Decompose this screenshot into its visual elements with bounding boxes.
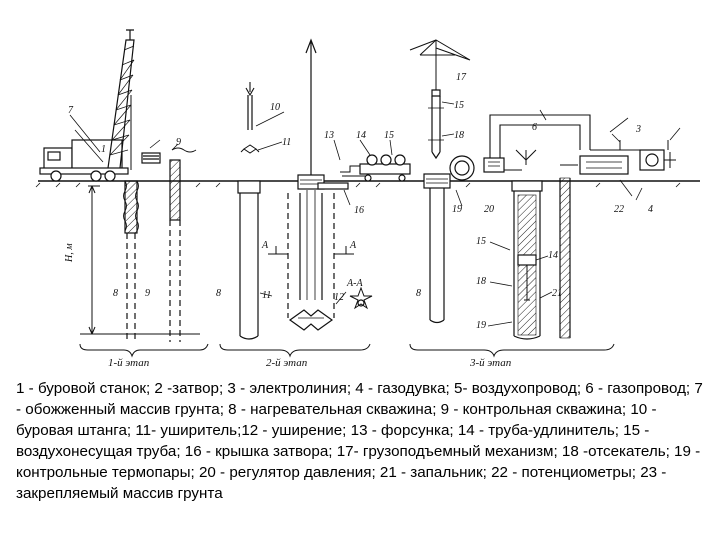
label-11-bottom: 11 (262, 290, 271, 301)
label-22: 22 (614, 204, 624, 215)
label-20: 20 (484, 204, 494, 215)
label-14-stage3: 14 (548, 250, 558, 261)
label-12: 12 (334, 292, 344, 303)
potentiometers (579, 155, 629, 175)
label-8-stage1: 8 (113, 288, 118, 299)
label-15-stage3: 15 (454, 100, 464, 111)
section-aa: A-A (346, 278, 363, 289)
label-8-stage3: 8 (416, 288, 421, 299)
stage2-brace (219, 343, 371, 358)
label-18-top: 18 (454, 130, 464, 141)
stage3-label: 3-й этап (469, 357, 512, 369)
label-13: 13 (324, 130, 334, 141)
label-16: 16 (354, 205, 364, 216)
label-1: 1 (101, 144, 106, 155)
diagram-svg: 7 1 9 8 9 H, м 10 11 13 14 15 16 A A A-A… (35, 29, 700, 369)
depth-label: H, м (64, 243, 75, 263)
label-10: 10 (270, 102, 280, 113)
label-14: 14 (356, 130, 366, 141)
label-11-top: 11 (282, 137, 291, 148)
stage1-brace (79, 343, 209, 358)
label-9-top: 9 (176, 137, 181, 148)
label-4: 4 (648, 204, 653, 215)
label-19-bottom: 19 (476, 320, 486, 331)
heating-well-stage2 (237, 180, 261, 194)
label-19-top: 19 (452, 204, 462, 215)
label-21: 21 (552, 288, 562, 299)
gas-pipeline (489, 114, 591, 158)
section-a-left: A (261, 240, 269, 251)
label-18-bottom: 18 (476, 276, 486, 287)
lifting-mechanism (409, 39, 471, 97)
widener (288, 309, 334, 331)
label-15-bottom: 15 (476, 236, 486, 247)
drilling-rig (39, 29, 161, 182)
heating-well (126, 233, 136, 342)
label-8-stage2: 8 (216, 288, 221, 299)
central-drill-string (305, 38, 317, 181)
section-a-right: A (349, 240, 357, 251)
drill-rod (247, 95, 253, 130)
stage2-label: 2-й этап (266, 357, 308, 369)
label-6: 6 (532, 122, 537, 133)
control-well (169, 159, 181, 221)
technology-diagram: 7 1 9 8 9 H, м 10 11 13 14 15 16 A A A-A… (35, 29, 700, 369)
burnt-soil-column (124, 180, 138, 234)
label-3: 3 (635, 124, 641, 135)
section-aa-cross (349, 286, 373, 310)
label-9-stage1: 9 (145, 288, 150, 299)
thermocouple-drum (449, 155, 475, 181)
stage3-brace (409, 343, 615, 358)
stage1-label: 1-й этап (108, 357, 150, 369)
label-15-stage2: 15 (384, 130, 394, 141)
air-pipe (431, 96, 441, 160)
label-17: 17 (456, 72, 467, 83)
legend-caption: 1 - буровой станок; 2 -затвор; 3 - элект… (16, 380, 703, 502)
heating-well-head (423, 173, 451, 189)
pressure-regulator (483, 157, 505, 173)
depth-dimension (88, 185, 100, 335)
gas-blower (639, 149, 665, 171)
label-7: 7 (68, 105, 74, 116)
